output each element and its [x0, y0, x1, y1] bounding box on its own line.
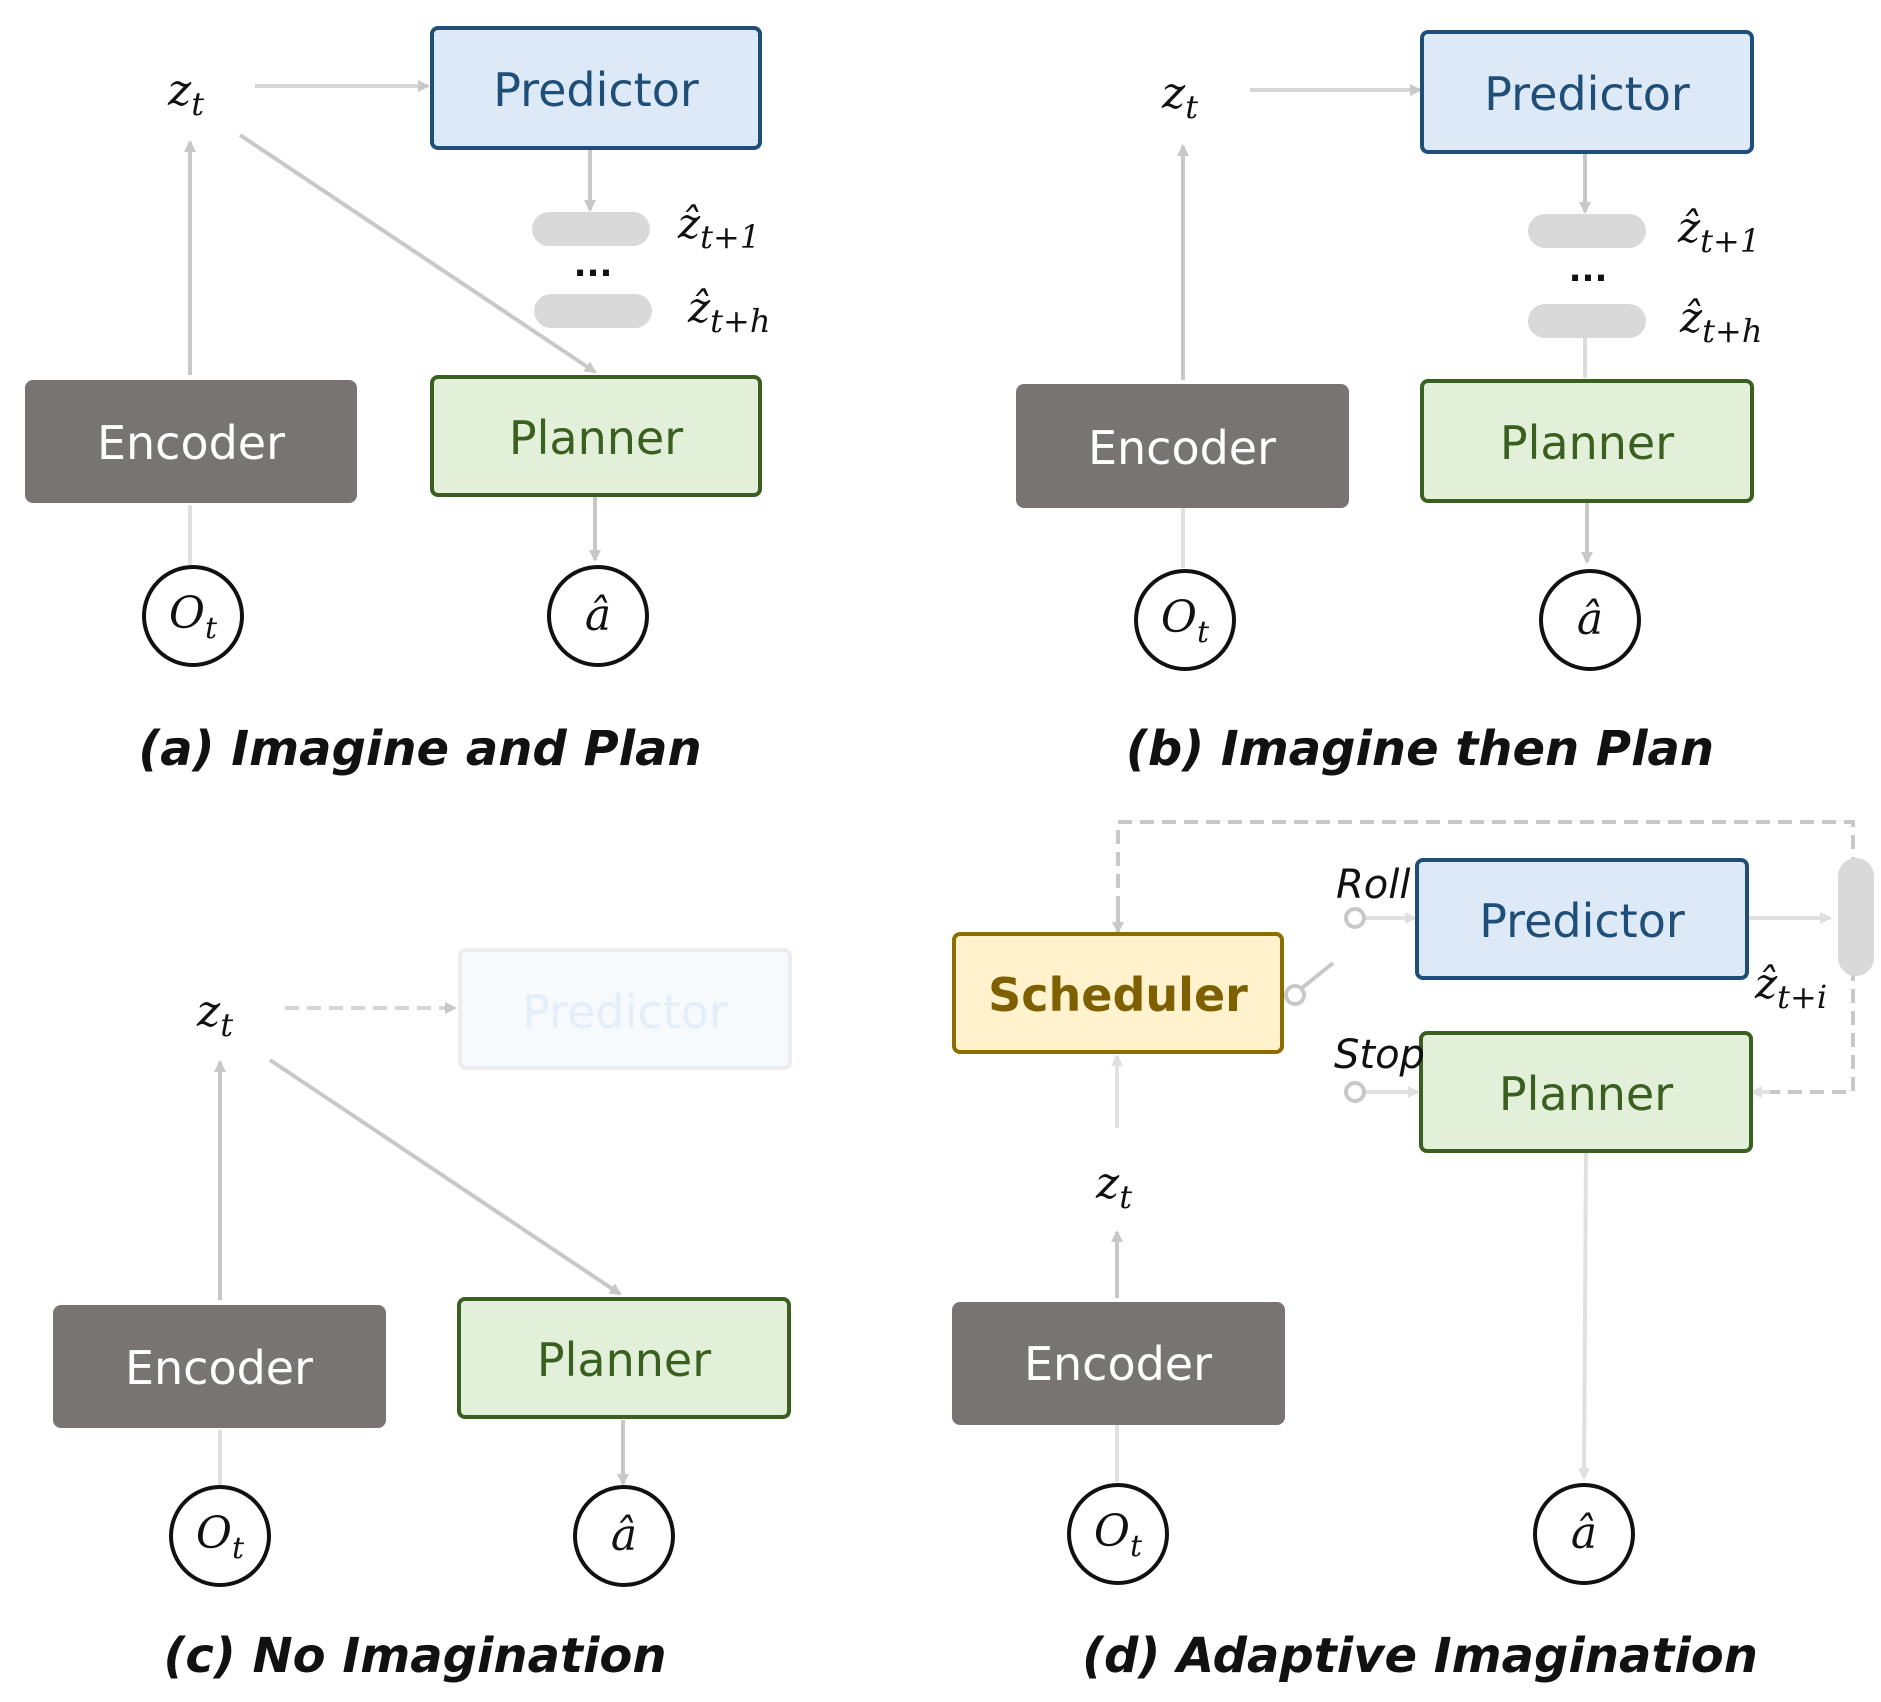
z-hat-t1-label: ẑt+1: [677, 199, 760, 256]
token-ellipsis: ...: [574, 245, 613, 285]
action-label: â: [1577, 594, 1603, 645]
predictor-label: Predictor: [493, 63, 699, 117]
z-hat-th-label: ẑt+h: [687, 283, 770, 340]
panel-d-caption: (d) Adaptive Imagination: [1082, 1628, 1758, 1684]
z-t-label: zt: [167, 65, 204, 123]
encoder-box: [53, 1305, 386, 1428]
action-node: [1533, 1483, 1635, 1585]
arrow-z-to-planner: [238, 133, 597, 374]
observation-node: [169, 1485, 271, 1587]
observation-label: Ot: [169, 588, 218, 646]
z-t-label: zt: [1161, 68, 1198, 126]
planner-box: [430, 375, 762, 497]
panel-a-caption: (a) Imagine and Plan: [138, 721, 701, 777]
observation-label: Ot: [196, 1508, 245, 1566]
action-node: [547, 565, 649, 667]
planner-box: [1420, 379, 1754, 503]
z-t-label: zt: [196, 986, 233, 1044]
panel-c: Encoder Predictor Planner zt Ot â (c) No…: [53, 948, 792, 1684]
predicted-token-1: [1528, 214, 1646, 248]
action-node: [573, 1485, 675, 1587]
arrow-z-to-planner: [268, 1058, 622, 1296]
encoder-box: [952, 1302, 1285, 1425]
encoder-label: Encoder: [1024, 1337, 1212, 1391]
scheduler-label: Scheduler: [988, 968, 1248, 1022]
z-hat-t1-label: ẑt+1: [1677, 203, 1760, 260]
predicted-token-1: [532, 212, 650, 246]
predictor-box: [430, 26, 762, 150]
token-ellipsis: ...: [1569, 250, 1608, 290]
planner-label: Planner: [537, 1333, 711, 1387]
planner-box: [1419, 1031, 1753, 1153]
roll-label: Roll: [1336, 862, 1411, 908]
observation-node: [142, 565, 244, 667]
feedback-loop-dashed: [1116, 820, 1855, 1094]
arrow-planner-to-action: [1578, 1149, 1591, 1480]
action-node: [1539, 569, 1641, 671]
planner-label: Planner: [1500, 416, 1674, 470]
observation-label: Ot: [1161, 592, 1210, 650]
action-label: â: [611, 1510, 637, 1561]
encoder-box: [1016, 384, 1349, 508]
predictor-label: Predictor: [1479, 894, 1685, 948]
scheduler-switch-pivot: [1284, 984, 1306, 1006]
predicted-token-h: [534, 294, 652, 328]
observation-node: [1067, 1483, 1169, 1585]
predictor-box: [1420, 30, 1754, 154]
predicted-token: [1838, 858, 1874, 976]
planner-label: Planner: [509, 411, 683, 465]
panel-b: Encoder Predictor Planner ... zt ẑt+1 ẑt…: [1016, 30, 1762, 777]
stop-label: Stop: [1334, 1032, 1425, 1078]
action-label: â: [1571, 1508, 1597, 1559]
predictor-box-faded: [458, 948, 792, 1070]
predictor-label-faded: Predictor: [522, 985, 728, 1039]
action-label: â: [585, 590, 611, 641]
z-hat-th-label: ẑt+h: [1679, 293, 1762, 350]
panel-d: Scheduler Predictor Planner Encoder Roll…: [952, 820, 1874, 1684]
encoder-label: Encoder: [125, 1341, 313, 1395]
encoder-label: Encoder: [1088, 421, 1276, 475]
scheduler-box: [952, 932, 1284, 1054]
z-hat-ti-label: ẑt+i: [1754, 959, 1827, 1016]
encoder-box: [25, 380, 357, 503]
planner-box: [457, 1297, 791, 1419]
predictor-label: Predictor: [1484, 67, 1690, 121]
panel-a: Encoder Predictor Planner ... zt ẑt+1 ẑt…: [25, 26, 770, 777]
z-t-label: zt: [1095, 1158, 1132, 1216]
observation-node: [1134, 569, 1236, 671]
planner-label: Planner: [1499, 1067, 1673, 1121]
panel-c-caption: (c) No Imagination: [163, 1628, 666, 1684]
panel-b-caption: (b) Imagine then Plan: [1126, 721, 1714, 777]
stop-switch-contact: [1344, 1081, 1366, 1103]
predicted-token-h: [1528, 304, 1646, 338]
encoder-label: Encoder: [97, 416, 285, 470]
observation-label: Ot: [1094, 1506, 1143, 1564]
predictor-box: [1415, 858, 1749, 980]
roll-switch-contact: [1344, 907, 1366, 929]
